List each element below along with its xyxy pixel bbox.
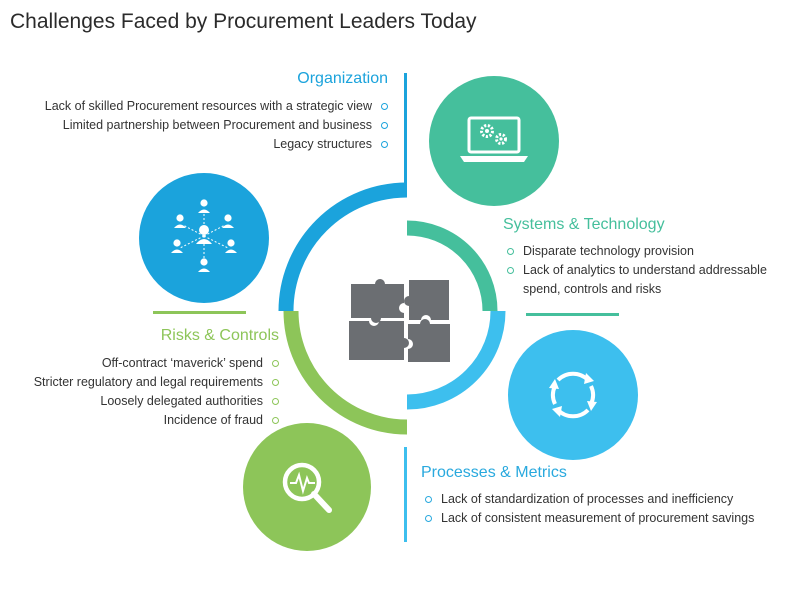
heading-organization: Organization bbox=[297, 70, 388, 87]
heading-systems: Systems & Technology bbox=[503, 216, 665, 233]
page-title: Challenges Faced by Procurement Leaders … bbox=[10, 10, 477, 33]
cycle-arrows-icon bbox=[508, 330, 638, 460]
list-item: Lack of standardization of processes and… bbox=[425, 490, 754, 509]
organization-list: Lack of skilled Procurement resources wi… bbox=[45, 97, 388, 154]
list-item: Legacy structures bbox=[45, 135, 388, 154]
divider-processes bbox=[404, 447, 407, 542]
list-item: Lack of analytics to understand addressa… bbox=[507, 261, 795, 299]
heading-processes: Processes & Metrics bbox=[421, 464, 567, 481]
processes-list: Lack of standardization of processes and… bbox=[425, 490, 754, 528]
list-item: Stricter regulatory and legal requiremen… bbox=[34, 373, 279, 392]
ring-arc-processes bbox=[406, 310, 506, 410]
people-network-icon bbox=[139, 173, 269, 303]
list-item: Lack of consistent measurement of procur… bbox=[425, 509, 754, 528]
ring-arc-risks bbox=[283, 310, 408, 435]
heading-risks: Risks & Controls bbox=[160, 327, 279, 344]
divider-systems bbox=[526, 313, 619, 316]
list-item: Off-contract ‘maverick’ spend bbox=[34, 354, 279, 373]
systems-list: Disparate technology provision Lack of a… bbox=[507, 242, 795, 299]
list-item: Lack of skilled Procurement resources wi… bbox=[45, 97, 388, 116]
magnifier-pulse-icon bbox=[243, 423, 371, 551]
ring-arc-systems bbox=[406, 220, 498, 312]
ring-arc-organization bbox=[278, 182, 408, 312]
list-item: Disparate technology provision bbox=[507, 242, 795, 261]
divider-risks bbox=[153, 311, 246, 314]
list-item: Limited partnership between Procurement … bbox=[45, 116, 388, 135]
laptop-gears-icon bbox=[429, 76, 559, 206]
list-item: Loosely delegated authorities bbox=[34, 392, 279, 411]
puzzle-icon bbox=[349, 279, 450, 362]
list-item: Incidence of fraud bbox=[34, 411, 279, 430]
risks-list: Off-contract ‘maverick’ spend Stricter r… bbox=[34, 354, 279, 430]
divider-organization bbox=[404, 73, 407, 185]
